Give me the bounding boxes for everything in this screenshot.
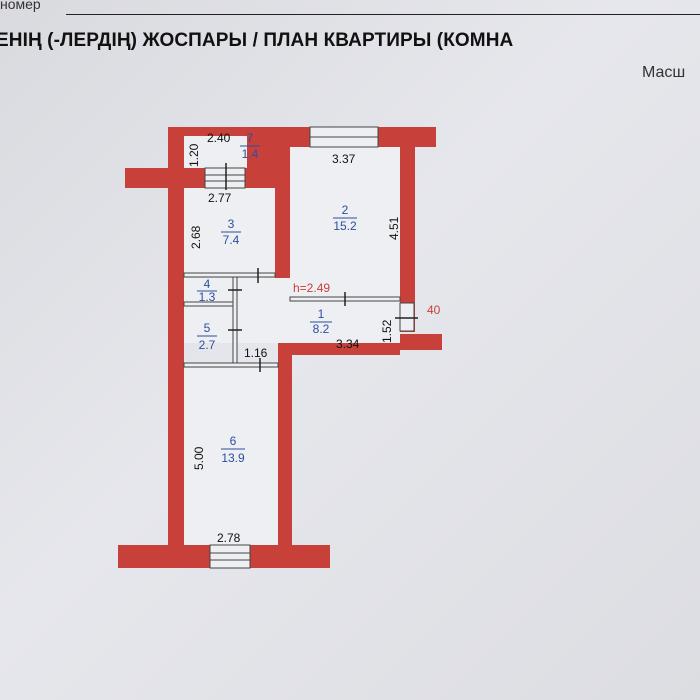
door-marks bbox=[225, 163, 418, 372]
room3-number: 3 bbox=[228, 217, 235, 231]
dim-room2-height: 4.51 bbox=[387, 216, 401, 240]
room4-number: 4 bbox=[204, 277, 211, 291]
right-wall bbox=[400, 127, 415, 332]
dim-room6-width: 2.78 bbox=[217, 531, 241, 545]
ceiling-height-label: h=2.49 bbox=[293, 281, 330, 295]
room6-area: 13.9 bbox=[221, 451, 245, 465]
dim-room2-width: 3.37 bbox=[332, 152, 356, 166]
room6-number: 6 bbox=[230, 434, 237, 448]
window-room6 bbox=[209, 544, 251, 569]
dim-room7-width: 2.40 bbox=[207, 131, 231, 145]
dim-room6-height: 5.00 bbox=[192, 446, 206, 470]
corridor-bottom-wall bbox=[278, 343, 400, 355]
scale-label: Масш bbox=[642, 64, 686, 81]
room6-right-wall bbox=[278, 343, 292, 553]
room1-number: 1 bbox=[318, 307, 325, 321]
dim-passage-width: 1.16 bbox=[244, 346, 268, 360]
number-field-line bbox=[66, 14, 700, 15]
right-stub-wall bbox=[398, 334, 442, 350]
room5-area: 2.7 bbox=[199, 338, 216, 352]
dim-room7-height: 1.20 bbox=[187, 143, 201, 167]
window-room7 bbox=[204, 167, 246, 189]
dim-room3-width: 2.77 bbox=[208, 191, 232, 205]
page-title: ЕНІҢ (-ЛЕРДІҢ) ЖОСПАРЫ / ПЛАН КВАРТИРЫ (… bbox=[0, 30, 514, 51]
room2-left-wall bbox=[275, 127, 290, 305]
room2-number: 2 bbox=[342, 203, 349, 217]
room-fills bbox=[184, 136, 400, 545]
dim-room3-height: 2.68 bbox=[189, 225, 203, 249]
number-label: номер bbox=[0, 0, 41, 12]
dim-room1-width: 3.34 bbox=[336, 337, 360, 351]
room4-area: 1.3 bbox=[199, 290, 216, 304]
windows bbox=[204, 126, 379, 569]
dim-room1-height: 1.52 bbox=[380, 319, 394, 343]
room5-number: 5 bbox=[204, 321, 211, 335]
room2-area: 15.2 bbox=[333, 219, 357, 233]
marker-label: 40 bbox=[427, 303, 441, 317]
room3-area: 7.4 bbox=[223, 233, 240, 247]
room1-area: 8.2 bbox=[313, 322, 330, 336]
room7-area: 1.4 bbox=[242, 147, 259, 161]
room-labels: 7 1.4 2 15.2 3 7.4 4 1.3 5 2.7 1 8.2 6 1… bbox=[197, 131, 357, 465]
room7-number: 7 bbox=[247, 131, 254, 145]
left-wall bbox=[168, 127, 184, 552]
